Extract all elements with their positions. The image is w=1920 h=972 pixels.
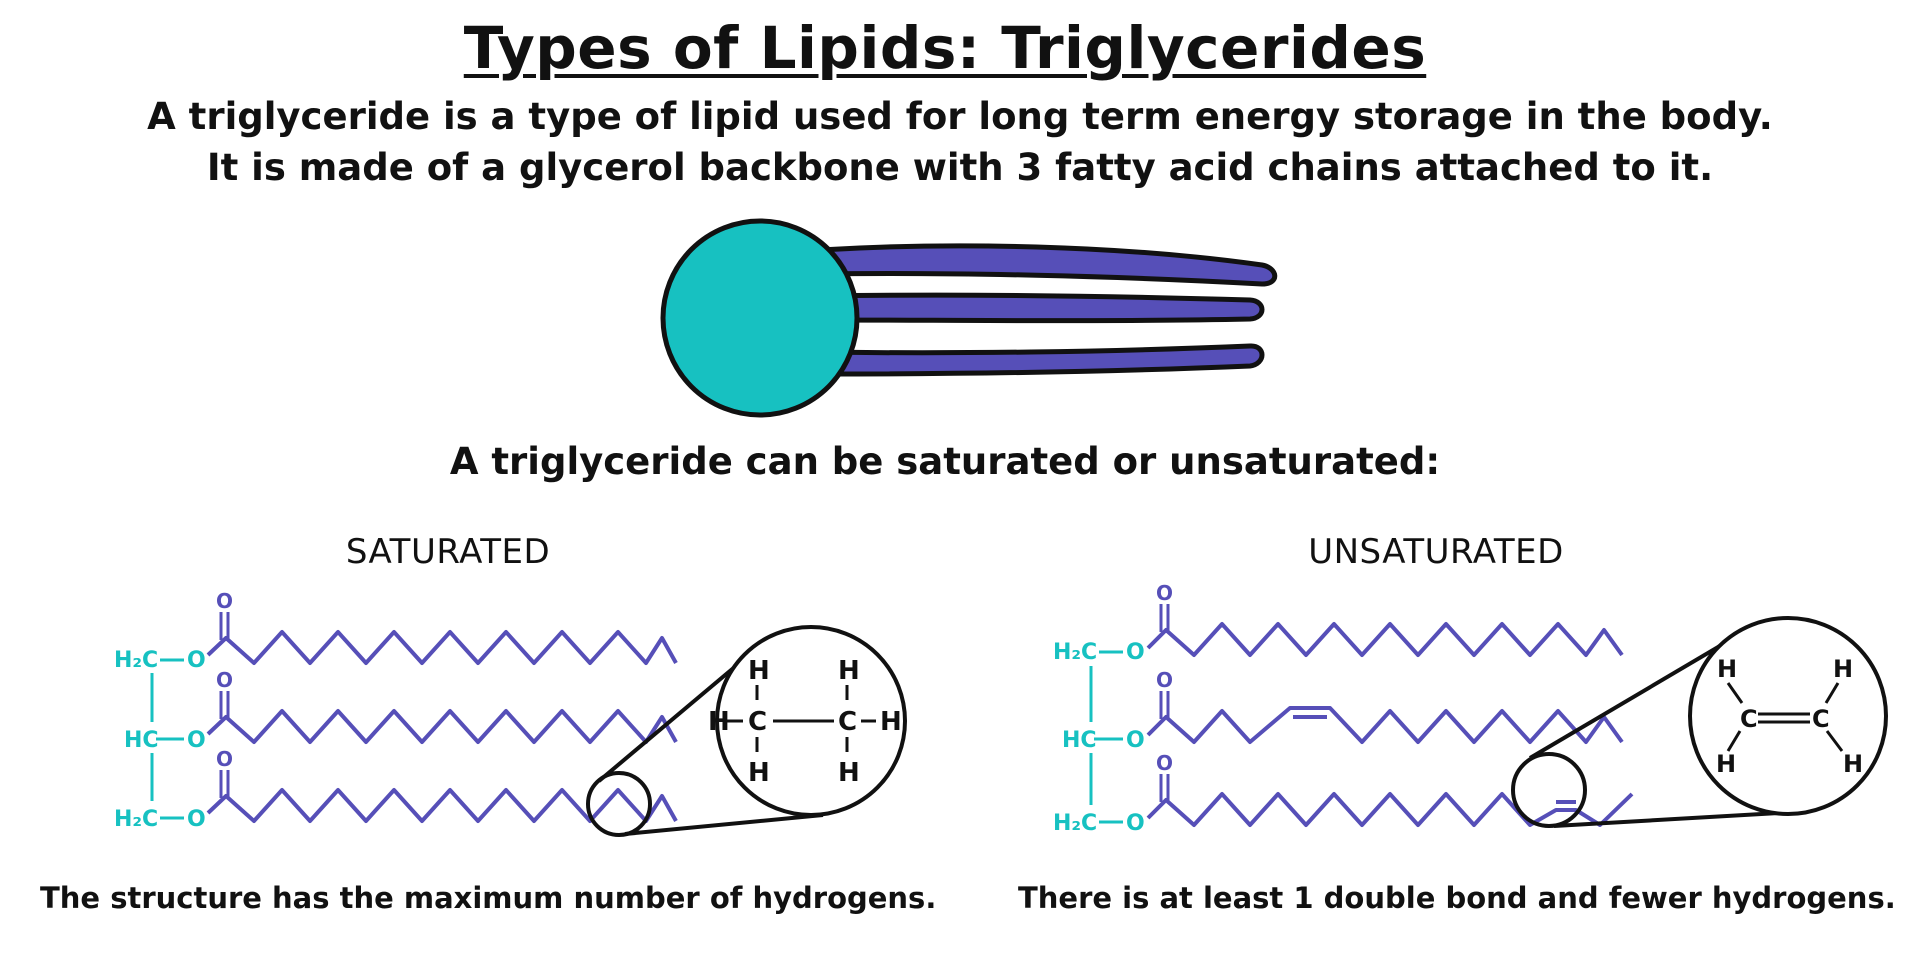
sat-zoom-h: H (838, 656, 860, 686)
fatty-acid-tail-3 (817, 343, 1265, 377)
fatty-acid-tails (817, 243, 1278, 377)
unsat-oxygen-3: O (1126, 811, 1145, 836)
sat-zoom-c: C (748, 707, 767, 737)
unsat-zoom-structure: H H C C H H (1716, 655, 1863, 778)
unsat-oxygen-2: O (1126, 728, 1145, 753)
unsat-h2c-top-label: H₂C (1053, 640, 1097, 665)
intro-line-2: It is made of a glycerol backbone with 3… (206, 146, 1714, 189)
fatty-acid-tail-2 (817, 292, 1265, 324)
unsaturated-caption: There is at least 1 double bond and fewe… (1018, 881, 1896, 915)
sat-magnify-line-top (597, 658, 745, 783)
unsat-magnifier (1511, 616, 1888, 828)
unsat-chain-2 (1146, 706, 1624, 744)
saturation-question: A triglyceride can be saturated or unsat… (449, 440, 1441, 483)
unsat-carbonyl-o-3: O (1156, 751, 1173, 775)
sat-zoom-c: C (838, 707, 857, 737)
sat-zoom-h: H (708, 707, 730, 737)
unsat-zoom-h: H (1843, 750, 1863, 778)
unsat-chain-3 (1146, 792, 1634, 827)
unsat-zoom-c: C (1812, 705, 1830, 733)
unsat-magnify-line-top (1528, 638, 1732, 760)
sat-carbonyl-o-2: O (216, 668, 233, 692)
sat-carbonyl-o-3: O (216, 747, 233, 771)
unsat-oxygen-1: O (1126, 640, 1145, 665)
sat-magnify-line-bottom (624, 813, 824, 836)
sat-zoom-h: H (838, 758, 860, 788)
unsat-zoom-h: H (1717, 655, 1737, 683)
sat-chain-3 (206, 788, 678, 823)
sat-hc-label: HC (124, 728, 159, 753)
sat-oxygen-3: O (187, 807, 206, 832)
unsat-carbonyl-o-2: O (1156, 668, 1173, 692)
unsaturated-structure: H₂C HC H₂C O O O O O O (1053, 581, 1888, 836)
sat-zoom-h: H (748, 758, 770, 788)
saturated-caption: The structure has the maximum number of … (40, 881, 937, 915)
unsat-carbonyl-o-1: O (1156, 581, 1173, 605)
unsaturated-heading: UNSATURATED (1308, 532, 1564, 572)
unsat-hc-label: HC (1062, 728, 1097, 753)
sat-chain-1 (206, 630, 678, 665)
sat-magnify-small-circle (586, 771, 652, 837)
sat-oxygen-2: O (187, 728, 206, 753)
unsat-magnify-line-bottom (1553, 810, 1797, 828)
sat-carbonyl-o-1: O (216, 589, 233, 613)
saturated-structure: H₂C HC H₂C O O O O O O (114, 589, 907, 837)
unsat-chain-1 (1146, 622, 1624, 657)
sat-oxygen-1: O (187, 648, 206, 673)
unsat-zoom-c: C (1740, 705, 1758, 733)
fatty-acid-tail-1 (817, 243, 1278, 287)
unsat-magnify-small-circle (1511, 752, 1587, 828)
sat-zoom-h: H (880, 707, 902, 737)
triglyceride-cartoon (660, 218, 1278, 418)
saturated-glycerol-backbone: H₂C HC H₂C O O O (114, 648, 206, 832)
intro-line-1: A triglyceride is a type of lipid used f… (147, 95, 1773, 138)
unsat-zoom-h: H (1833, 655, 1853, 683)
unsat-magnify-large-circle (1688, 616, 1888, 816)
sat-zoom-h: H (748, 656, 770, 686)
page-title: Types of Lipids: Triglycerides (463, 14, 1427, 82)
sat-h2c-top-label: H₂C (114, 648, 158, 673)
sat-zoom-structure: H H H C C H H H (708, 656, 902, 788)
glycerol-head (660, 218, 860, 418)
sat-h2c-bottom-label: H₂C (114, 807, 158, 832)
sat-chain-2 (206, 709, 678, 744)
unsat-zoom-h: H (1716, 750, 1736, 778)
unsaturated-glycerol-backbone: H₂C HC H₂C O O O (1053, 640, 1145, 836)
unsat-h2c-bottom-label: H₂C (1053, 811, 1097, 836)
saturated-heading: SATURATED (345, 532, 551, 572)
